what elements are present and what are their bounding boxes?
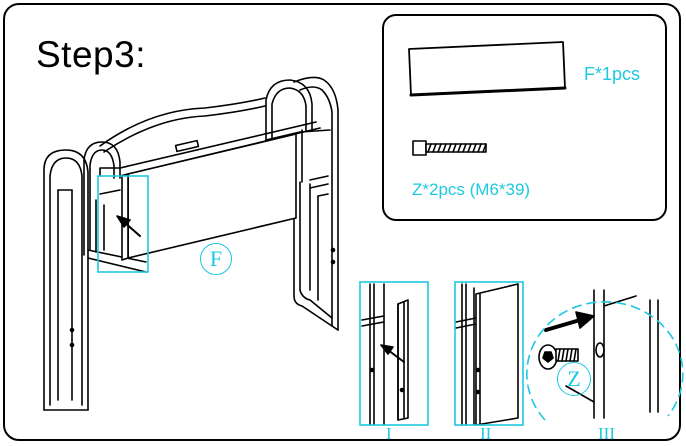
detail-label-3: III — [598, 424, 615, 443]
detail-label-1: I — [386, 424, 392, 443]
detail-label-2: II — [480, 424, 492, 443]
headboard-panel — [121, 133, 297, 261]
insert-arrow — [116, 215, 141, 237]
highlight-circle-detail-3 — [526, 301, 684, 421]
panel-f-quantity-label: F*1pcs — [584, 64, 641, 84]
highlight-box-detail-2 — [454, 281, 524, 426]
panel-f-part — [408, 41, 566, 96]
step-title: Step3: — [36, 34, 146, 75]
detail-view-1 — [361, 283, 409, 426]
screw-z-callout: Z — [557, 362, 591, 396]
highlight-box-main — [97, 175, 149, 273]
screw-z-quantity-label: Z*2pcs (M6*39) — [412, 180, 531, 199]
diagram-frame — [3, 3, 681, 441]
headboard-frame — [43, 76, 339, 411]
parts-list-box — [382, 14, 667, 221]
screw-z-part — [412, 140, 487, 156]
detail-view-2 — [455, 283, 519, 426]
panel-f-callout: F — [200, 243, 232, 275]
highlight-box-detail-1 — [359, 281, 429, 426]
